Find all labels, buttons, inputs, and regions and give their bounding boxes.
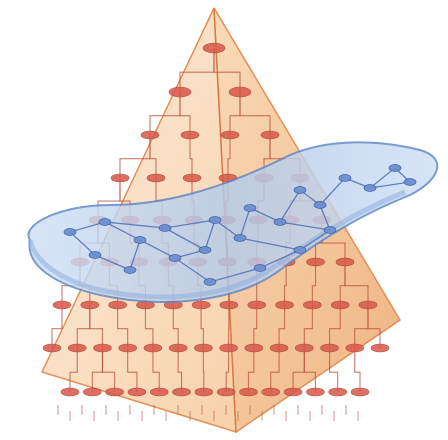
- hierarchy-node: [239, 388, 257, 396]
- hierarchy-node: [321, 344, 339, 352]
- network-node: [244, 205, 256, 212]
- network-node: [209, 217, 221, 224]
- network-node: [364, 185, 376, 192]
- hierarchy-node: [248, 301, 266, 309]
- hierarchy-node: [169, 344, 187, 352]
- network-node: [134, 237, 146, 244]
- hierarchy-node: [270, 344, 288, 352]
- hierarchy-connector: [355, 348, 360, 392]
- hierarchy-node: [144, 344, 162, 352]
- hierarchy-node: [346, 344, 364, 352]
- hierarchy-node: [303, 301, 321, 309]
- network-node: [199, 247, 211, 254]
- hierarchy-node: [359, 301, 377, 309]
- hierarchy-node: [203, 43, 225, 53]
- hierarchy-node: [306, 388, 324, 396]
- hierarchy-node: [351, 388, 369, 396]
- hierarchy-node: [111, 174, 129, 182]
- hierarchy-node: [183, 174, 201, 182]
- hierarchy-node: [276, 301, 294, 309]
- hierarchy-node: [61, 388, 79, 396]
- hierarchy-node: [68, 344, 86, 352]
- network-node: [64, 229, 76, 236]
- hierarchy-node: [128, 388, 146, 396]
- hierarchy-node: [53, 301, 71, 309]
- hierarchy-node: [119, 344, 137, 352]
- hierarchy-node: [83, 388, 101, 396]
- hierarchy-node: [81, 301, 99, 309]
- network-node: [324, 227, 336, 234]
- hierarchy-node: [371, 344, 389, 352]
- hierarchy-node: [336, 258, 354, 266]
- hierarchy-node: [93, 344, 111, 352]
- network-node: [294, 247, 306, 254]
- network-node: [254, 265, 266, 272]
- hierarchy-node: [150, 388, 168, 396]
- network-node: [124, 267, 136, 274]
- hierarchy-node: [181, 131, 199, 139]
- hierarchy-node: [109, 301, 127, 309]
- network-node: [234, 235, 246, 242]
- hierarchy-node: [329, 388, 347, 396]
- network-node: [204, 279, 216, 286]
- hierarchy-node: [245, 344, 263, 352]
- hierarchy-node: [295, 344, 313, 352]
- hierarchy-node: [192, 301, 210, 309]
- hierarchy-node: [220, 301, 238, 309]
- hierarchy-node: [331, 301, 349, 309]
- hierarchy-node: [261, 131, 279, 139]
- hierarchy-node: [284, 388, 302, 396]
- hierarchy-node: [220, 344, 238, 352]
- hierarchy-node: [169, 87, 191, 97]
- network-node: [339, 175, 351, 182]
- hierarchy-node: [141, 131, 159, 139]
- network-node: [89, 252, 101, 259]
- hierarchy-node: [221, 131, 239, 139]
- hierarchy-node: [307, 258, 325, 266]
- network-node: [314, 202, 326, 209]
- network-node: [389, 165, 401, 172]
- hierarchy-node: [194, 344, 212, 352]
- network-node: [99, 219, 111, 226]
- network-node: [274, 219, 286, 226]
- hierarchy-node: [217, 388, 235, 396]
- network-node: [404, 179, 416, 186]
- hierarchy-node: [43, 344, 61, 352]
- hierarchy-node: [262, 388, 280, 396]
- hierarchy-node: [195, 388, 213, 396]
- network-node: [294, 187, 306, 194]
- network-node: [169, 255, 181, 262]
- hierarchy-node: [173, 388, 191, 396]
- hierarchy-node: [106, 388, 124, 396]
- hierarchy-node: [147, 174, 165, 182]
- hierarchy-node: [229, 87, 251, 97]
- network-node: [159, 225, 171, 232]
